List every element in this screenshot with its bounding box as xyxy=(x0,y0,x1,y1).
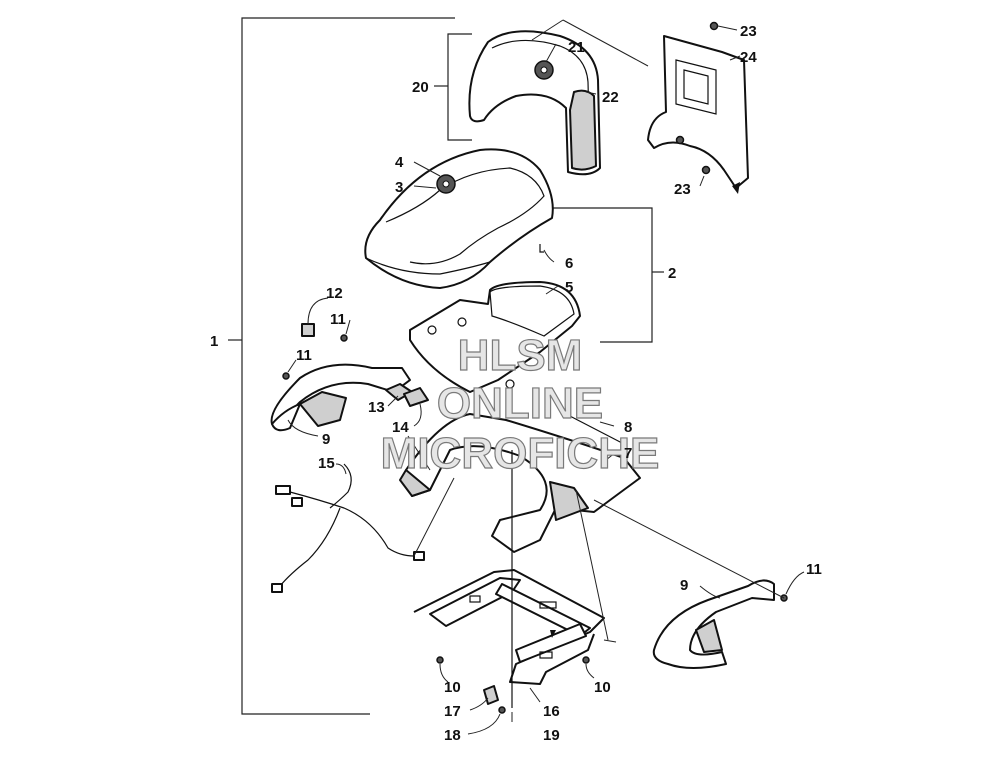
callout-9-left: 9 xyxy=(322,431,330,448)
callout-11-right: 11 xyxy=(806,561,822,578)
callout-24: 24 xyxy=(740,49,757,66)
small-parts-10-17-18 xyxy=(436,656,590,714)
callout-4: 4 xyxy=(395,154,404,171)
leader-lines xyxy=(287,19,805,735)
backrest-bracket-plate xyxy=(647,35,749,194)
wiring-harness xyxy=(271,463,425,593)
callout-13: 13 xyxy=(368,399,385,416)
watermark-line-1: HLSM xyxy=(458,331,583,380)
seat-knob xyxy=(436,174,456,194)
bracket-item-2 xyxy=(553,207,664,343)
seat-frame xyxy=(399,413,641,553)
seat-rails xyxy=(413,569,605,685)
callout-2: 2 xyxy=(668,265,676,282)
callout-23-bottom: 23 xyxy=(674,181,691,198)
callout-23-top: 23 xyxy=(740,23,757,40)
seat-cushion xyxy=(364,148,554,289)
callout-14: 14 xyxy=(392,419,409,436)
watermark: HLSM ONLINE MICROFICHE xyxy=(380,330,660,478)
rod-8 xyxy=(565,413,625,445)
callout-5: 5 xyxy=(565,279,573,296)
callout-3: 3 xyxy=(395,179,403,196)
callout-10-left: 10 xyxy=(444,679,461,696)
bracket-item-1 xyxy=(228,17,455,715)
callout-20: 20 xyxy=(412,79,429,96)
callout-16: 16 xyxy=(543,703,560,720)
small-parts-12-13-14 xyxy=(301,323,429,407)
watermark-line-2: ONLINE xyxy=(437,379,603,428)
right-grab-handle xyxy=(652,579,775,669)
callout-11-left: 11 xyxy=(296,347,312,364)
callout-17: 17 xyxy=(444,703,461,720)
watermark-line-3: MICROFICHE xyxy=(381,429,660,478)
backrest-pad xyxy=(468,30,601,176)
callout-22: 22 xyxy=(602,89,619,106)
seat-base-pan xyxy=(409,281,581,393)
callout-labels: 1 2 3 4 5 6 7 8 9 9 10 10 11 11 11 12 13… xyxy=(210,23,822,744)
callout-9-right: 9 xyxy=(680,577,688,594)
callout-18: 18 xyxy=(444,727,461,744)
callout-7: 7 xyxy=(624,445,632,462)
callout-11-top: 11 xyxy=(330,311,346,328)
left-grab-handle xyxy=(270,363,411,432)
bracket-item-20 xyxy=(434,33,472,141)
clip-6 xyxy=(539,244,544,253)
callout-6: 6 xyxy=(565,255,573,272)
callout-19: 19 xyxy=(543,727,560,744)
screws-23 xyxy=(675,21,719,175)
callout-8: 8 xyxy=(624,419,632,436)
callout-12: 12 xyxy=(326,285,343,302)
callout-10-right: 10 xyxy=(594,679,611,696)
callout-15: 15 xyxy=(318,455,335,472)
backrest-knob xyxy=(534,60,554,80)
callout-21: 21 xyxy=(568,39,585,56)
callout-1: 1 xyxy=(210,333,218,350)
screws-11-left xyxy=(282,334,348,380)
